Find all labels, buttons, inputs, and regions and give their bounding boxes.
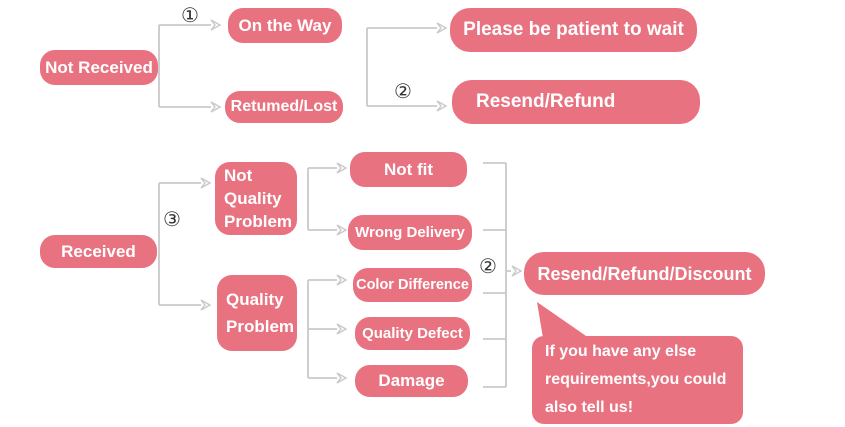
node-resend-refund: Resend/Refund — [452, 80, 700, 124]
branch-not-quality-problem — [307, 162, 348, 236]
bubble-tail — [537, 302, 589, 338]
step-label-1: ① — [181, 5, 199, 27]
node-not-fit: Not fit — [350, 152, 467, 187]
branch-quality-problem — [307, 274, 348, 384]
node-returned-lost: Retumed/Lost — [225, 91, 343, 123]
node-please-be-patient: Please be patient to wait — [450, 8, 697, 52]
node-quality-problem: Quality Problem — [217, 275, 297, 351]
step-label-2-top: ② — [394, 81, 412, 103]
node-not-received: Not Received — [40, 50, 158, 85]
node-color-difference: Color Difference — [353, 268, 472, 302]
node-not-quality-problem: Not Quality Problem — [215, 162, 297, 235]
node-damage: Damage — [355, 365, 468, 397]
step-label-3: ③ — [163, 209, 181, 231]
branch-not-received — [158, 19, 222, 113]
step-label-2-bottom: ② — [479, 256, 497, 278]
node-received: Received — [40, 235, 157, 268]
node-on-the-way: On the Way — [228, 8, 342, 43]
collector-step2-bottom — [483, 162, 523, 388]
note-speech-bubble: If you have any else requirements,you co… — [532, 336, 743, 424]
node-wrong-delivery: Wrong Delivery — [348, 215, 472, 250]
node-quality-defect: Quality Defect — [355, 317, 470, 350]
node-resend-refund-discount: Resend/Refund/Discount — [524, 252, 765, 295]
branch-received — [158, 177, 212, 311]
branch-step2-top — [366, 22, 448, 112]
